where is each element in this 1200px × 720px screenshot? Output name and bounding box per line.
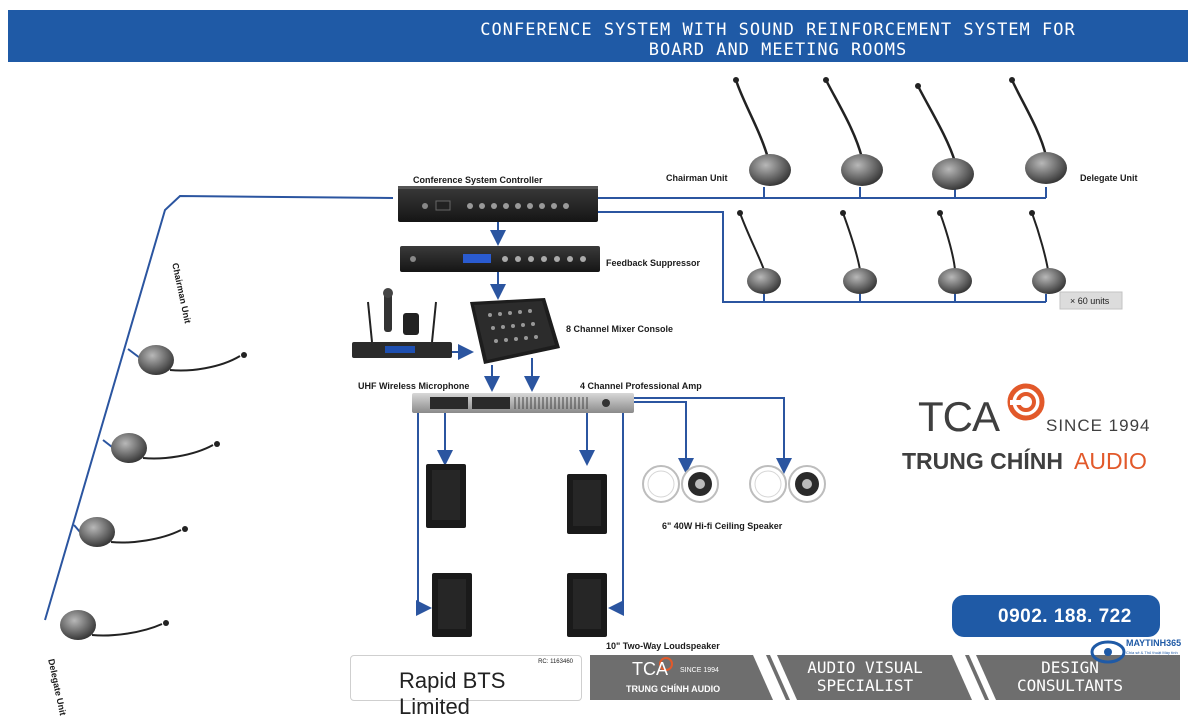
- phone-number: 0902. 188. 722: [998, 606, 1132, 627]
- label-feedback-suppressor: Feedback Suppressor: [606, 258, 701, 268]
- loudspeaker-bottom-right: [567, 573, 607, 637]
- maytinh-name: MAYTINH365: [1126, 638, 1182, 648]
- conference-unit-top-4: [1009, 77, 1067, 184]
- label-ceiling-speaker: 6" 40W Hi-fi Ceiling Speaker: [662, 521, 783, 531]
- conference-unit-top-3: [915, 83, 974, 190]
- amplifier-device: [412, 393, 634, 413]
- mixer-device: [470, 298, 560, 364]
- ceiling-speaker-pair-1: [642, 465, 719, 503]
- conference-unit-top-1: [733, 77, 791, 186]
- units-count-badge-bg: [1059, 291, 1123, 310]
- ceiling-speaker-pair-2: [749, 465, 826, 503]
- conference-unit-bottom-3: [937, 210, 972, 294]
- label-amp: 4 Channel Professional Amp: [580, 381, 702, 391]
- trung-chinh-text: TRUNG CHÍNH: [902, 448, 1063, 474]
- conference-unit-left-2: [111, 433, 220, 463]
- uhf-wireless-receiver: [352, 288, 452, 358]
- conference-unit-top-2: [823, 77, 883, 186]
- title-line-1: CONFERENCE SYSTEM WITH SOUND REINFORCEME…: [480, 20, 1076, 40]
- title-banner: CONFERENCE SYSTEM WITH SOUND REINFORCEME…: [8, 10, 1188, 62]
- rapid-name: Rapid BTS Limited: [399, 668, 506, 719]
- label-conference-controller: Conference System Controller: [413, 175, 543, 185]
- since-1994: SINCE 1994: [1046, 416, 1151, 435]
- conference-unit-left-1: [138, 345, 247, 375]
- conference-controller-device: [398, 186, 598, 222]
- conference-unit-bottom-4: [1029, 210, 1066, 294]
- feedback-suppressor-device: [400, 246, 600, 272]
- label-chairman-unit: Chairman Unit: [666, 173, 728, 183]
- label-uhf-mic: UHF Wireless Microphone: [358, 381, 470, 391]
- tca-logo-text: TCA: [918, 393, 1000, 440]
- audio-text: AUDIO: [1074, 448, 1147, 474]
- strip-tca: TCA: [632, 659, 668, 679]
- strip-av-line2: SPECIALIST: [816, 676, 914, 695]
- maytinh365-icon: [1090, 640, 1126, 664]
- conference-unit-left-3: [79, 517, 188, 547]
- bottom-brand-strip: [590, 655, 1180, 700]
- label-delegate-unit: Delegate Unit: [1080, 173, 1138, 183]
- maytinh-sub: Chia sẻ & Thủ thuật Máy tính: [1126, 650, 1178, 655]
- strip-since: SINCE 1994: [680, 667, 719, 674]
- strip-av-line1: AUDIO VISUAL: [807, 658, 923, 677]
- strip-trung: TRUNG CHÍNH AUDIO: [626, 684, 721, 694]
- rapid-rc: RC: 1163460: [538, 659, 573, 665]
- loudspeaker-bottom-left: [432, 573, 472, 637]
- strip-design-line2: CONSULTANTS: [1017, 676, 1123, 695]
- rapid-bts-logo: RC: 1163460 Rapid BTS Limited: [350, 655, 582, 719]
- loudspeaker-top-right: [567, 474, 607, 534]
- tca-logo-mark: [1007, 383, 1045, 421]
- units-count-label: × 60 units: [1070, 296, 1110, 306]
- conference-unit-bottom-2: [840, 210, 877, 294]
- maytinh365-logo: MAYTINH365 Chia sẻ & Thủ thuật Máy tính: [1088, 632, 1182, 672]
- connector-lines: [44, 187, 1047, 621]
- title-line-2: BOARD AND MEETING ROOMS: [648, 40, 908, 60]
- conference-unit-bottom-1: [737, 210, 781, 294]
- strip-text-layer: TCA SINCE 1994 TRUNG CHÍNH AUDIO AUDIO V…: [590, 655, 1180, 700]
- label-mixer: 8 Channel Mixer Console: [566, 324, 674, 334]
- phone-badge[interactable]: 0902. 188. 722: [952, 595, 1160, 637]
- label-loudspeaker: 10" Two-Way Loudspeaker: [606, 641, 720, 651]
- strip-design-line1: DESIGN: [1041, 658, 1099, 677]
- loudspeaker-top-left: [426, 464, 466, 528]
- conference-unit-left-4: [60, 610, 169, 640]
